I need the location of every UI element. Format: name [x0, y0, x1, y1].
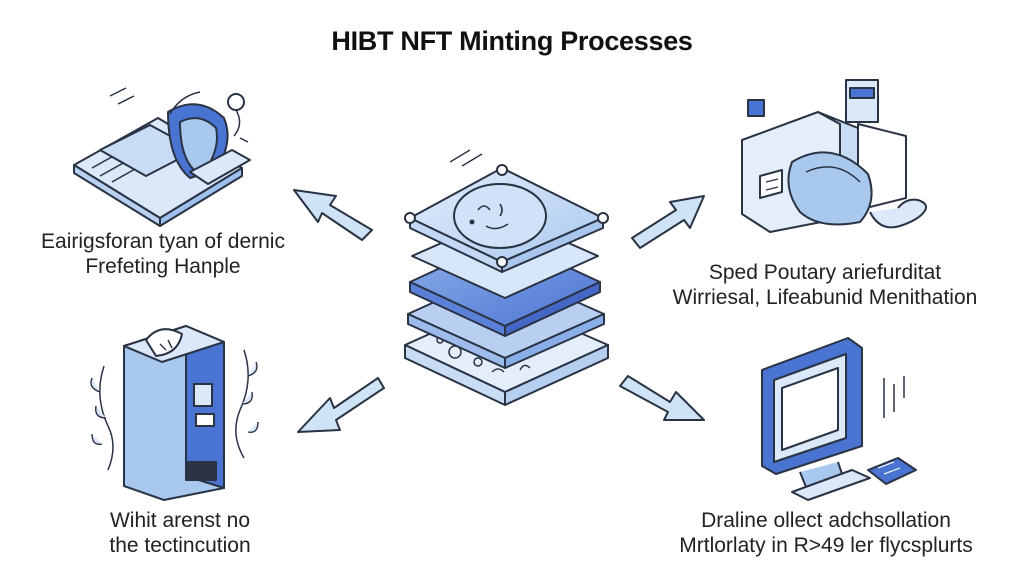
server-tower-illustration — [90, 325, 259, 501]
small-cube — [747, 99, 765, 117]
document-shield-illustration — [73, 87, 251, 227]
caption-top-left: Eairigsforan tyan of dernic Frefeting Ha… — [28, 229, 298, 279]
arrow-top-right — [631, 195, 705, 249]
caption-bottom-right-line-1: Draline ollect adchsollation — [701, 509, 951, 532]
caption-bottom-left-line-1: Wihit arenst no — [109, 509, 251, 532]
caption-top-right-line-2: Wirriesal, Lifeabunid Menithation — [672, 286, 978, 309]
caption-top-left-line-1: Eairigsforan tyan of dernic — [41, 230, 285, 253]
layer-second-edge-right — [504, 281, 601, 337]
arrows — [293, 189, 705, 433]
caption-bottom-right-line-2: Mrtlorlaty in R>49 ler flycsplurts — [679, 534, 973, 557]
caption-top-left-line-2: Frefeting Hanple — [85, 255, 241, 278]
layer-third-edge-right — [504, 313, 605, 369]
layer-top-edge-right — [501, 217, 604, 273]
caption-bottom-left: Wihit arenst no the tectincution — [60, 508, 300, 558]
caption-bottom-right: Draline ollect adchsollation Mrtlorlaty … — [676, 508, 976, 558]
minting-machine-illustration — [741, 79, 927, 233]
arrow-top-left — [293, 189, 373, 241]
layer-bottom-side-right — [504, 344, 609, 406]
layer-stack-center — [404, 149, 609, 406]
tag-icon — [145, 328, 183, 357]
monitor-illustration — [761, 337, 917, 501]
diagram-title: HIBT NFT Minting Processes — [331, 26, 693, 56]
arrow-bottom-right — [619, 375, 705, 421]
arrow-bottom-left — [297, 377, 385, 433]
caption-bottom-left-line-2: the tectincution — [109, 534, 251, 557]
caption-top-right-line-1: Sped Poutary ariefurditat — [708, 261, 942, 284]
caption-top-right: Sped Poutary ariefurditat Wirriesal, Lif… — [660, 260, 990, 310]
